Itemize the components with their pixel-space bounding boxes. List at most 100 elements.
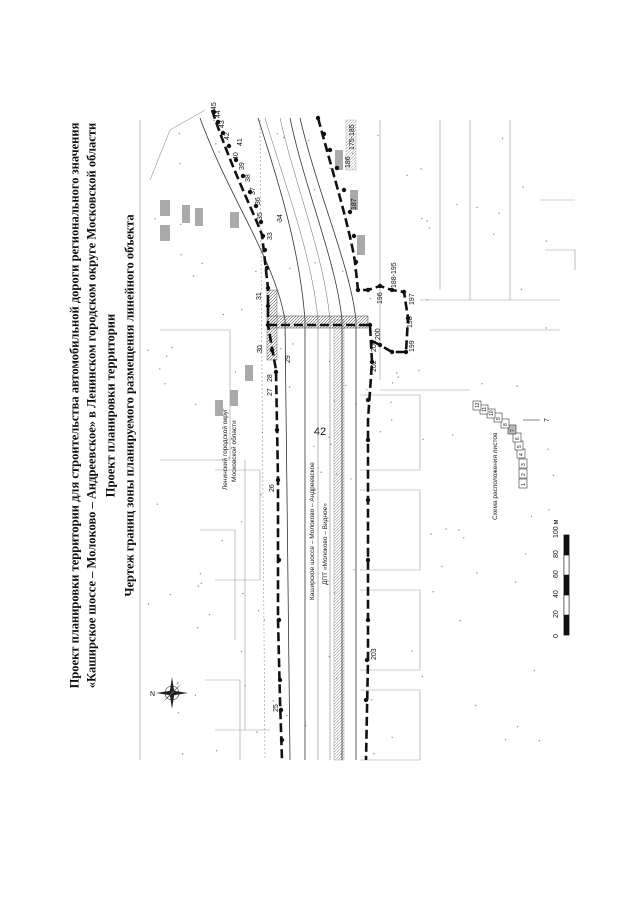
survey-mark bbox=[164, 383, 166, 385]
boundary-point bbox=[365, 397, 371, 403]
point-label-upper: 33 bbox=[267, 232, 274, 240]
boundary-point bbox=[347, 209, 353, 215]
boundary-point bbox=[265, 303, 271, 309]
scale-segment bbox=[563, 594, 570, 616]
survey-mark bbox=[418, 369, 420, 372]
point-label-lower: 175-185 bbox=[349, 124, 356, 150]
scheme-sheet-label: 3 bbox=[521, 463, 527, 466]
point-label-upper: 30 bbox=[257, 345, 264, 353]
boundary-point bbox=[265, 322, 271, 328]
survey-mark bbox=[475, 704, 477, 707]
point-label-upper: 45 bbox=[211, 102, 218, 110]
survey-mark bbox=[314, 262, 316, 264]
survey-mark bbox=[221, 540, 223, 542]
point-label-upper: 42 bbox=[224, 132, 231, 140]
boundary-point bbox=[276, 557, 282, 563]
survey-mark bbox=[514, 581, 517, 583]
survey-mark bbox=[313, 445, 315, 448]
survey-mark bbox=[481, 383, 483, 385]
scheme-sheet-label: 6 bbox=[515, 437, 521, 440]
survey-mark bbox=[166, 355, 168, 357]
survey-mark bbox=[369, 297, 372, 300]
survey-mark bbox=[180, 223, 182, 226]
survey-mark bbox=[350, 478, 352, 480]
survey-mark bbox=[255, 270, 257, 273]
point-label-lower: 187 bbox=[351, 198, 358, 210]
scale-label: 80 bbox=[553, 550, 560, 558]
survey-mark bbox=[196, 627, 199, 629]
survey-mark bbox=[476, 572, 478, 574]
point-label-lower: 203 bbox=[371, 648, 378, 660]
scale-segment bbox=[563, 534, 570, 556]
point-label-upper: 41 bbox=[237, 138, 244, 146]
survey-mark bbox=[353, 569, 355, 571]
survey-mark bbox=[201, 262, 203, 264]
survey-mark bbox=[261, 431, 264, 434]
boundary-point bbox=[275, 477, 281, 483]
scheme-sheet bbox=[507, 424, 517, 435]
zone-boundary bbox=[210, 109, 410, 761]
survey-mark bbox=[426, 299, 428, 301]
boundary-point bbox=[262, 247, 268, 253]
survey-mark bbox=[476, 206, 478, 209]
survey-mark bbox=[272, 700, 274, 702]
boundary-point bbox=[365, 557, 371, 563]
survey-mark bbox=[169, 593, 172, 596]
survey-mark bbox=[257, 610, 260, 612]
scheme-sheet bbox=[518, 468, 528, 479]
survey-mark bbox=[421, 217, 423, 220]
scheme-sheet-label: 7 bbox=[510, 429, 516, 432]
scheme-sheet-label: 10 bbox=[489, 410, 495, 416]
survey-mark bbox=[330, 443, 332, 445]
scale-segment bbox=[563, 574, 570, 596]
boundary-point bbox=[364, 657, 370, 663]
boundary-point bbox=[215, 119, 221, 125]
survey-mark bbox=[154, 218, 156, 220]
scheme-sheet-label: 12 bbox=[475, 402, 481, 408]
survey-mark bbox=[411, 650, 413, 652]
boundary-point bbox=[365, 287, 371, 293]
boundary-point bbox=[365, 497, 371, 503]
survey-mark bbox=[459, 620, 461, 622]
survey-mark bbox=[228, 457, 230, 459]
survey-mark bbox=[422, 438, 424, 440]
boundary-point bbox=[377, 342, 383, 348]
survey-mark bbox=[391, 382, 394, 384]
survey-mark bbox=[428, 227, 430, 229]
survey-mark bbox=[234, 371, 237, 373]
boundary-point bbox=[405, 315, 411, 321]
boundary-point bbox=[253, 203, 259, 209]
boundary-point bbox=[377, 283, 383, 289]
survey-mark bbox=[377, 134, 379, 137]
point-label-upper: 28 bbox=[267, 374, 274, 382]
boundary-point bbox=[273, 369, 279, 375]
survey-mark bbox=[545, 327, 547, 329]
boundary-point bbox=[353, 259, 359, 265]
survey-mark bbox=[525, 553, 527, 555]
boundary-point bbox=[211, 109, 217, 115]
boundary-point bbox=[389, 287, 395, 293]
scheme-sheet-label: 9 bbox=[496, 417, 502, 420]
point-label-upper: 31 bbox=[256, 292, 263, 300]
boundary-point bbox=[367, 322, 373, 328]
survey-mark bbox=[283, 136, 285, 139]
boundary-point bbox=[277, 677, 283, 683]
boundary-point bbox=[274, 427, 280, 433]
survey-mark bbox=[552, 474, 555, 476]
point-label-upper: 40 bbox=[233, 152, 240, 160]
survey-mark bbox=[451, 434, 454, 436]
survey-mark bbox=[177, 681, 179, 684]
point-label-lower: 201 bbox=[371, 340, 378, 352]
point-label-upper: 44 bbox=[215, 110, 222, 118]
point-label-lower: 197 bbox=[409, 293, 416, 305]
survey-mark bbox=[520, 288, 523, 290]
survey-mark bbox=[176, 683, 179, 685]
scale-bar bbox=[563, 534, 570, 636]
survey-mark bbox=[159, 368, 161, 370]
scheme-sheet bbox=[472, 400, 482, 411]
compass-rose-icon: N bbox=[150, 677, 188, 709]
scheme-sheet-label: 11 bbox=[482, 407, 488, 412]
survey-mark bbox=[177, 712, 180, 714]
boundary-point bbox=[315, 115, 321, 121]
